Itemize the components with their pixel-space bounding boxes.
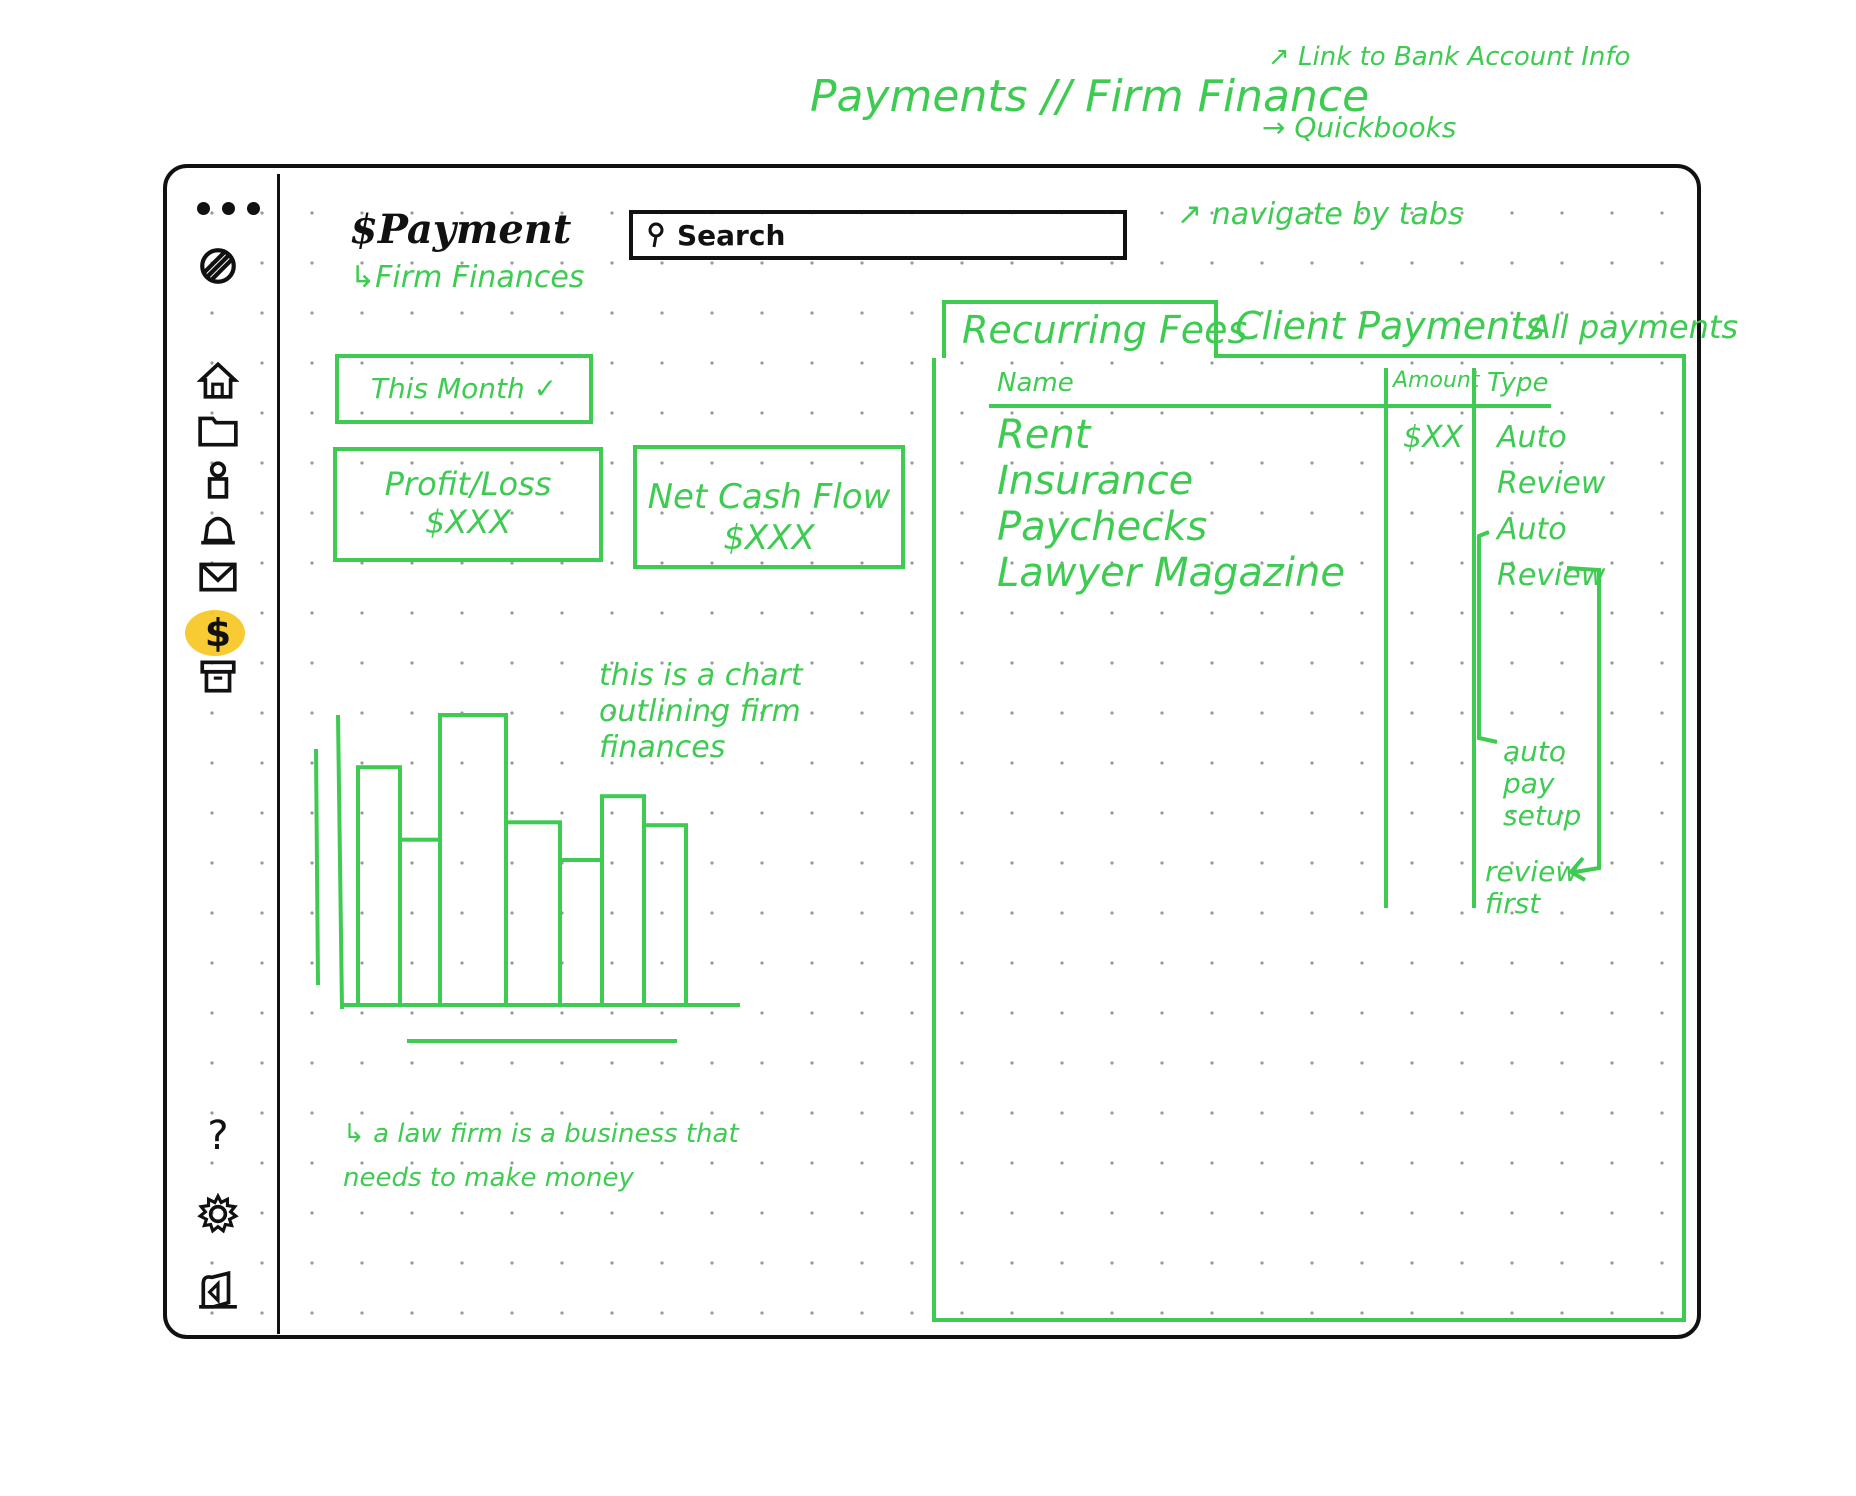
profit-loss-value: $XXX [424,503,512,542]
chart-note: this is a chart outlining firm finances [599,658,803,765]
review-note: review first [1485,855,1579,921]
home-icon[interactable] [195,358,241,402]
profit-loss-card: Profit/Loss $XXX [333,447,603,562]
arrow-icon: ↗ [1177,197,1212,232]
table-row-name[interactable]: Lawyer Magazine [997,550,1345,596]
arrow-icon: ↗ [1268,42,1299,72]
return-arrow-icon: ↳ [343,1119,374,1149]
table-row-name[interactable]: Rent [997,412,1091,458]
person-icon[interactable] [195,458,241,502]
search-placeholder: Search [677,218,786,252]
tabs-note-text: navigate by tabs [1211,197,1464,232]
table-row-type[interactable]: Auto [1497,512,1567,547]
mail-icon[interactable] [195,554,241,598]
header-underline [989,404,1551,408]
chart-y-axis [314,748,320,986]
period-select[interactable]: This Month ✓ [335,354,593,424]
folder-icon[interactable] [195,408,241,452]
profit-loss-label: Profit/Loss [384,465,552,503]
tab-client-payments[interactable]: Client Payments [1235,304,1545,348]
app-window: $ ? $Payment ↳Firm Finances Search This … [163,164,1738,1339]
net-cash-flow-label: Net Cash Flow [647,477,891,517]
link-note-quickbooks: → Quickbooks [1262,111,1457,144]
table-row-name[interactable]: Insurance [997,458,1194,504]
footer-note: ↳ a law firm is a business that needs to… [343,1112,773,1200]
footer-note-text: a law firm is a business that needs to m… [343,1119,739,1194]
net-cash-flow-value: $XXX [723,517,815,558]
chart-bar[interactable] [504,820,562,1007]
annotation-brackets [1477,530,1601,882]
net-cash-flow-card: Net Cash Flow $XXX [633,445,905,569]
tab-recurring-fees[interactable]: Recurring Fees [942,300,1247,358]
payments-table [932,358,1686,1322]
chart-bar[interactable] [356,765,402,1007]
page-title: $Payment [350,206,571,253]
link-note-quickbooks-text: Quickbooks [1294,111,1457,144]
link-note-bank: ↗ Link to Bank Account Info [1268,42,1630,73]
breadcrumb-text: Firm Finances [375,260,585,295]
page-title-text: Payment [377,206,572,253]
search-input[interactable]: Search [629,210,1127,260]
logo-icon[interactable] [195,244,241,288]
table-row-type[interactable]: Review [1497,558,1606,593]
dollar-icon[interactable]: $ [204,611,232,655]
column-header-amount[interactable]: Amount [1393,368,1480,393]
gear-icon[interactable] [195,1192,241,1236]
archive-icon[interactable] [195,654,241,698]
help-icon[interactable]: ? [207,1113,229,1159]
table-row-type[interactable]: Review [1497,466,1606,501]
menu-dots-icon[interactable] [197,202,260,215]
autopay-note: auto pay setup [1503,735,1582,833]
link-note-bank-text: Link to Bank Account Info [1298,42,1631,72]
tabs-note: ↗ navigate by tabs [1177,197,1464,233]
chart-bar[interactable] [558,858,604,1007]
tabs-baseline [1218,354,1686,358]
chart-bar[interactable] [642,823,688,1007]
chart-y-axis [336,714,344,1010]
dollar-icon: $ [350,206,378,253]
chart-bar[interactable] [398,837,442,1007]
breadcrumb[interactable]: ↳Firm Finances [350,260,584,295]
bell-icon[interactable] [195,506,241,550]
tab-all-payments[interactable]: All payments [1529,308,1739,346]
arrow-icon: → [1262,111,1295,144]
chevron-down-icon: ✓ [524,372,558,406]
chart-bar[interactable] [600,794,646,1007]
search-icon [648,222,664,248]
column-header-type[interactable]: Type [1487,368,1549,398]
table-row-type[interactable]: Auto [1497,420,1567,455]
table-row-amount: $XX [1403,420,1464,455]
return-arrow-icon: ↳ [350,260,376,295]
sidebar-divider [277,174,280,1334]
active-highlight [185,610,245,656]
sketch-heading: Payments // Firm Finance [810,71,1370,122]
column-divider [1472,368,1476,908]
finance-bar-chart [314,713,740,1043]
chart-bar[interactable] [438,713,508,1007]
table-row-name[interactable]: Paychecks [997,504,1208,550]
logout-icon[interactable] [195,1268,241,1312]
period-select-label: This Month [370,372,525,406]
column-divider [1384,368,1388,908]
column-header-name[interactable]: Name [997,368,1074,398]
